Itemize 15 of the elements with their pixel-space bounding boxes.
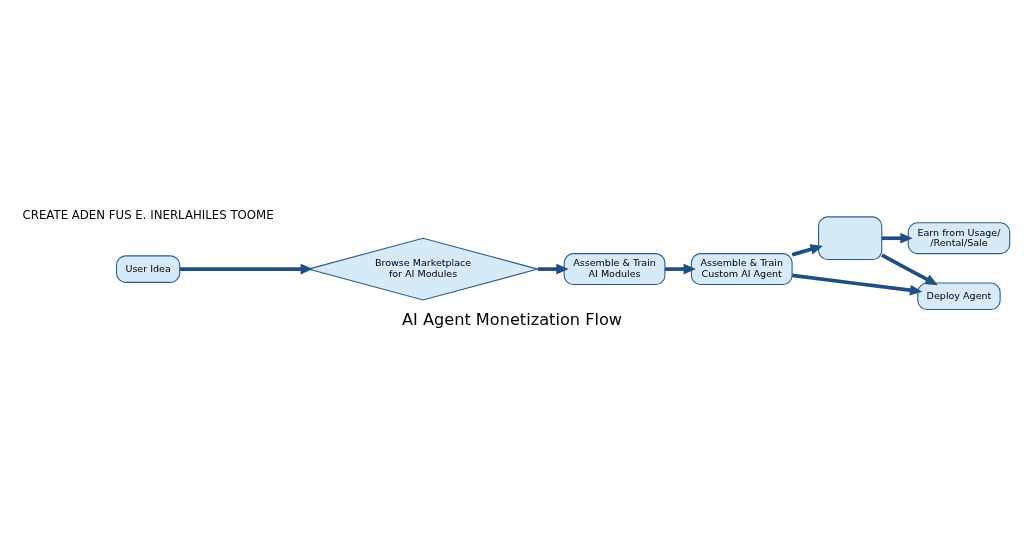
arrow [881,232,913,244]
label: CREATE ADEN FUS E. INERLAHILES TOOME [22,207,274,222]
node-box: Earn from Usage/ /Rental/Sale [907,221,1011,254]
arrow [881,252,938,285]
diagram-title: AI Agent Monetization Flow [401,309,623,329]
node-box: Deploy Agent [917,282,1001,310]
node-box: Assemble & Train AI Modules [563,252,666,285]
arrow [664,263,696,274]
node-box: User Idea [115,254,181,283]
arrow [792,273,923,296]
arrow [791,243,823,256]
arrow [537,263,569,274]
node-box [818,215,883,260]
arrow [179,263,313,274]
node-box: Assemble & Train Custom AI Agent [690,252,793,285]
